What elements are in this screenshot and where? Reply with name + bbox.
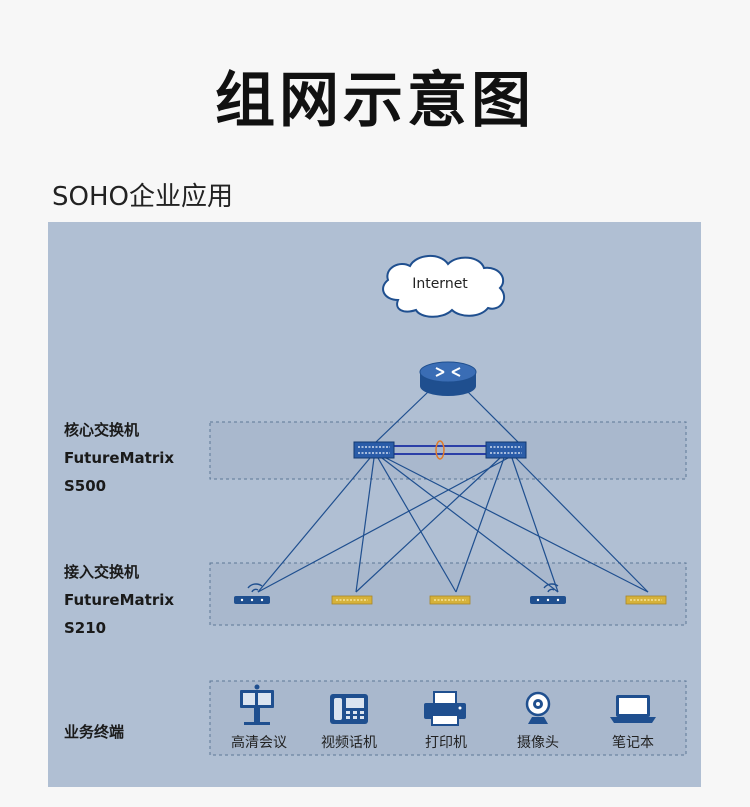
core-label-line3: S500 [64, 477, 107, 495]
access-layer-box [209, 562, 687, 626]
link-core1-ap1 [257, 457, 371, 593]
laptop-icon [610, 695, 656, 723]
access-switch-1-icon [331, 595, 373, 605]
printer-icon [424, 691, 466, 726]
terminal-label-camera: 摄像头 [517, 735, 559, 751]
terminal-label-laptop: 笔记本 [612, 735, 654, 751]
link-core1-sw2 [377, 457, 457, 593]
link-core2-sw1 [355, 457, 501, 593]
access-switch-3-icon [625, 595, 667, 605]
link-core2-ap2 [511, 457, 559, 593]
access-ap-right-icon [530, 583, 566, 604]
access-label-line1: 接入交换机 [64, 563, 140, 581]
internet-label: Internet [412, 276, 468, 292]
router-to-core-right-link [467, 391, 519, 443]
access-layer-label: 接入交换机 FutureMatrix S210 [64, 558, 174, 642]
link-core2-sw2 [455, 457, 505, 593]
core-label-line2: FutureMatrix [64, 449, 175, 467]
access-label-line2: FutureMatrix [64, 591, 175, 609]
video-conference-icon [240, 684, 274, 725]
uplinks [375, 391, 519, 443]
link-core1-sw3 [385, 457, 649, 593]
core-layer-label: 核心交换机 FutureMatrix S500 [64, 416, 174, 500]
internet-cloud-icon [382, 255, 506, 318]
section-title: SOHO企业应用 [52, 182, 233, 212]
network-diagram: Internet [48, 222, 701, 787]
camera-icon [525, 691, 551, 724]
router-icon [419, 361, 477, 396]
core-layer-box [209, 421, 687, 480]
distribution-links [257, 457, 649, 593]
core-switch-left-icon [353, 441, 395, 459]
video-phone-icon [330, 694, 368, 724]
terminal-label-video-phone: 视频话机 [321, 735, 377, 751]
link-core2-ap1 [257, 457, 509, 593]
diagram-canvas: Internet [209, 255, 687, 756]
access-ap-left-icon [234, 583, 270, 604]
terminal-layer-label: 业务终端 [64, 723, 125, 741]
link-core1-sw1 [355, 457, 375, 593]
terminal-label-video-conference: 高清会议 [231, 734, 287, 751]
core-label-line1: 核心交换机 [64, 421, 140, 439]
router-to-core-left-link [375, 391, 429, 443]
page-title: 组网示意图 [215, 66, 535, 136]
link-core1-ap2 [381, 457, 559, 593]
core-switch-right-icon [485, 441, 527, 459]
access-switch-2-icon [429, 595, 471, 605]
access-label-line3: S210 [64, 619, 107, 637]
terminal-label-printer: 打印机 [425, 734, 467, 751]
link-core2-sw3 [515, 457, 649, 593]
link-aggregation-ring [435, 440, 445, 460]
